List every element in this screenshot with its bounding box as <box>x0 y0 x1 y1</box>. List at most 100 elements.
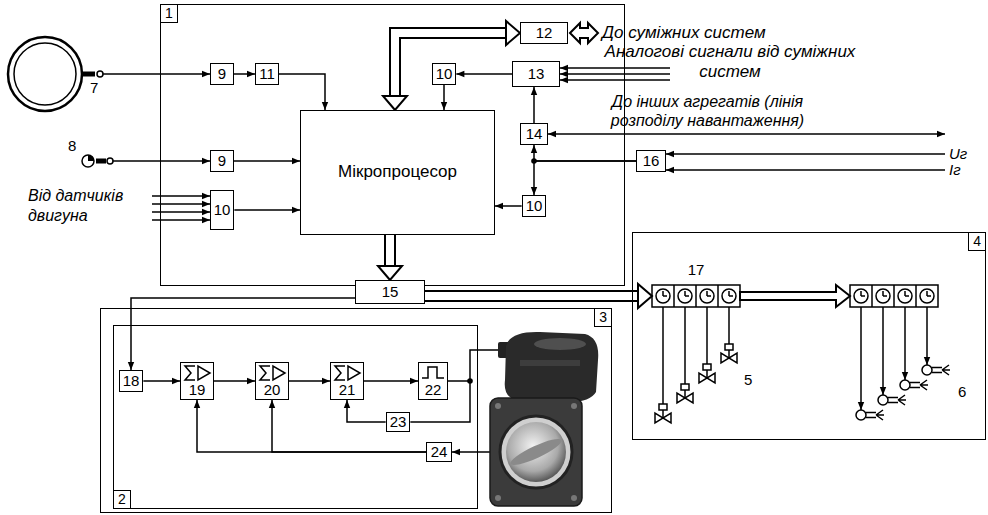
flywheel <box>8 37 82 111</box>
wire-line <box>456 73 512 75</box>
signal-label: До інших агрегатів (лінія розподілу нава… <box>585 92 830 130</box>
block-number: 10 <box>214 202 231 219</box>
interface-block: 10 <box>432 63 457 85</box>
generator-signal-wires <box>666 154 945 170</box>
block-number: 10 <box>436 66 453 83</box>
signal-wire <box>456 71 512 77</box>
analog-input-wires <box>560 68 670 80</box>
signal-wire <box>441 85 447 110</box>
signal-wire <box>269 400 426 452</box>
bus-arrow <box>570 23 598 43</box>
block-number: 22 <box>425 382 442 399</box>
frame-number: 4 <box>968 232 986 251</box>
interface-block: 9 <box>210 150 234 172</box>
bus-fill <box>386 235 394 267</box>
summing-amplifier-symbols <box>185 366 360 380</box>
position-sensor <box>82 155 210 167</box>
signal-wire <box>143 378 180 384</box>
block-number: 23 <box>390 414 407 431</box>
block-number: 13 <box>528 66 545 83</box>
bus-arrowhead <box>383 96 407 110</box>
signal-wire <box>344 400 386 422</box>
interface-block: 10 <box>210 190 235 230</box>
wire-line <box>534 161 636 195</box>
signal-wire <box>410 381 470 422</box>
wire-line <box>410 381 470 422</box>
interface-block: 13 <box>512 61 560 87</box>
signal-wire <box>279 74 328 110</box>
bus-arrowhead <box>638 284 652 308</box>
bus-arrow <box>383 21 520 110</box>
interface-block: 9 <box>210 63 234 85</box>
block-number: 10 <box>526 198 543 215</box>
driver-frame: 2 18 19 20 21 22 23 24 <box>113 325 478 509</box>
block-number: 18 <box>123 373 140 390</box>
wire-line <box>364 380 418 382</box>
timer-cells <box>652 285 938 307</box>
signal-wire <box>289 378 330 384</box>
fuel-injectors <box>856 307 950 420</box>
summing-amplifier: 20 <box>255 362 289 400</box>
arrowhead <box>531 145 537 153</box>
block-number: 11 <box>259 66 275 83</box>
arrowhead <box>531 187 537 195</box>
bus-fill <box>395 33 507 97</box>
interface-block: 14 <box>520 123 548 145</box>
injection-frame: 4 17 <box>632 232 986 440</box>
signal-label: Аналогові сигнали від суміжних систем <box>580 42 880 82</box>
bus-arrowhead <box>506 21 520 45</box>
signal-label: До суміжних систем <box>602 23 766 43</box>
bus-fill <box>425 292 639 300</box>
processor-label: Мікропроцесор <box>338 163 457 182</box>
frame-number: 3 <box>594 308 612 327</box>
throttle-actuator-photo <box>490 332 598 506</box>
callout-number: 8 <box>68 138 76 154</box>
signal-wire <box>531 145 636 161</box>
bus-outline <box>384 235 396 267</box>
arrowhead <box>410 378 418 384</box>
frame-number: 2 <box>113 490 131 509</box>
arrowhead <box>292 158 300 164</box>
arrowhead <box>441 102 447 110</box>
signal-wire <box>495 203 522 209</box>
pwm-block: 22 <box>418 362 448 400</box>
interface-block: 12 <box>520 22 568 44</box>
summing-amplifier: 19 <box>180 362 214 400</box>
arrowhead <box>495 203 503 209</box>
interface-block: 24 <box>426 442 452 463</box>
actuator-drive-wire <box>470 350 500 381</box>
block-number: 17 <box>688 262 705 279</box>
wire-line <box>347 400 386 422</box>
interface-block: 10 <box>522 195 547 217</box>
block-number: 15 <box>382 284 399 301</box>
block-number: 12 <box>536 25 553 42</box>
callout-number: 7 <box>90 80 98 96</box>
pwm-pulse-symbol <box>422 367 444 378</box>
interface-block: 16 <box>636 150 666 172</box>
arrowhead <box>322 378 330 384</box>
arrowhead <box>322 102 328 110</box>
interface-block: 23 <box>386 412 411 433</box>
arrowhead <box>128 362 134 370</box>
callout-number: 5 <box>744 372 752 388</box>
wire-line <box>234 160 300 162</box>
bus-arrow <box>425 284 652 308</box>
bus-outline <box>395 33 507 97</box>
signal-wire <box>234 158 300 164</box>
signal-label: Від датчиків двигуна <box>28 186 148 226</box>
block-number: 20 <box>264 382 281 399</box>
gas-valves <box>655 307 737 423</box>
timer-group: 17 <box>652 262 740 307</box>
signal-wire <box>364 378 418 384</box>
signal-wire <box>531 87 537 123</box>
signal-name: Uг <box>949 146 967 162</box>
wire-line <box>234 209 300 211</box>
arrowhead <box>344 400 350 408</box>
arrowhead <box>247 71 255 77</box>
block-number: 21 <box>339 382 356 399</box>
processor-box: Мікропроцесор <box>300 110 495 235</box>
